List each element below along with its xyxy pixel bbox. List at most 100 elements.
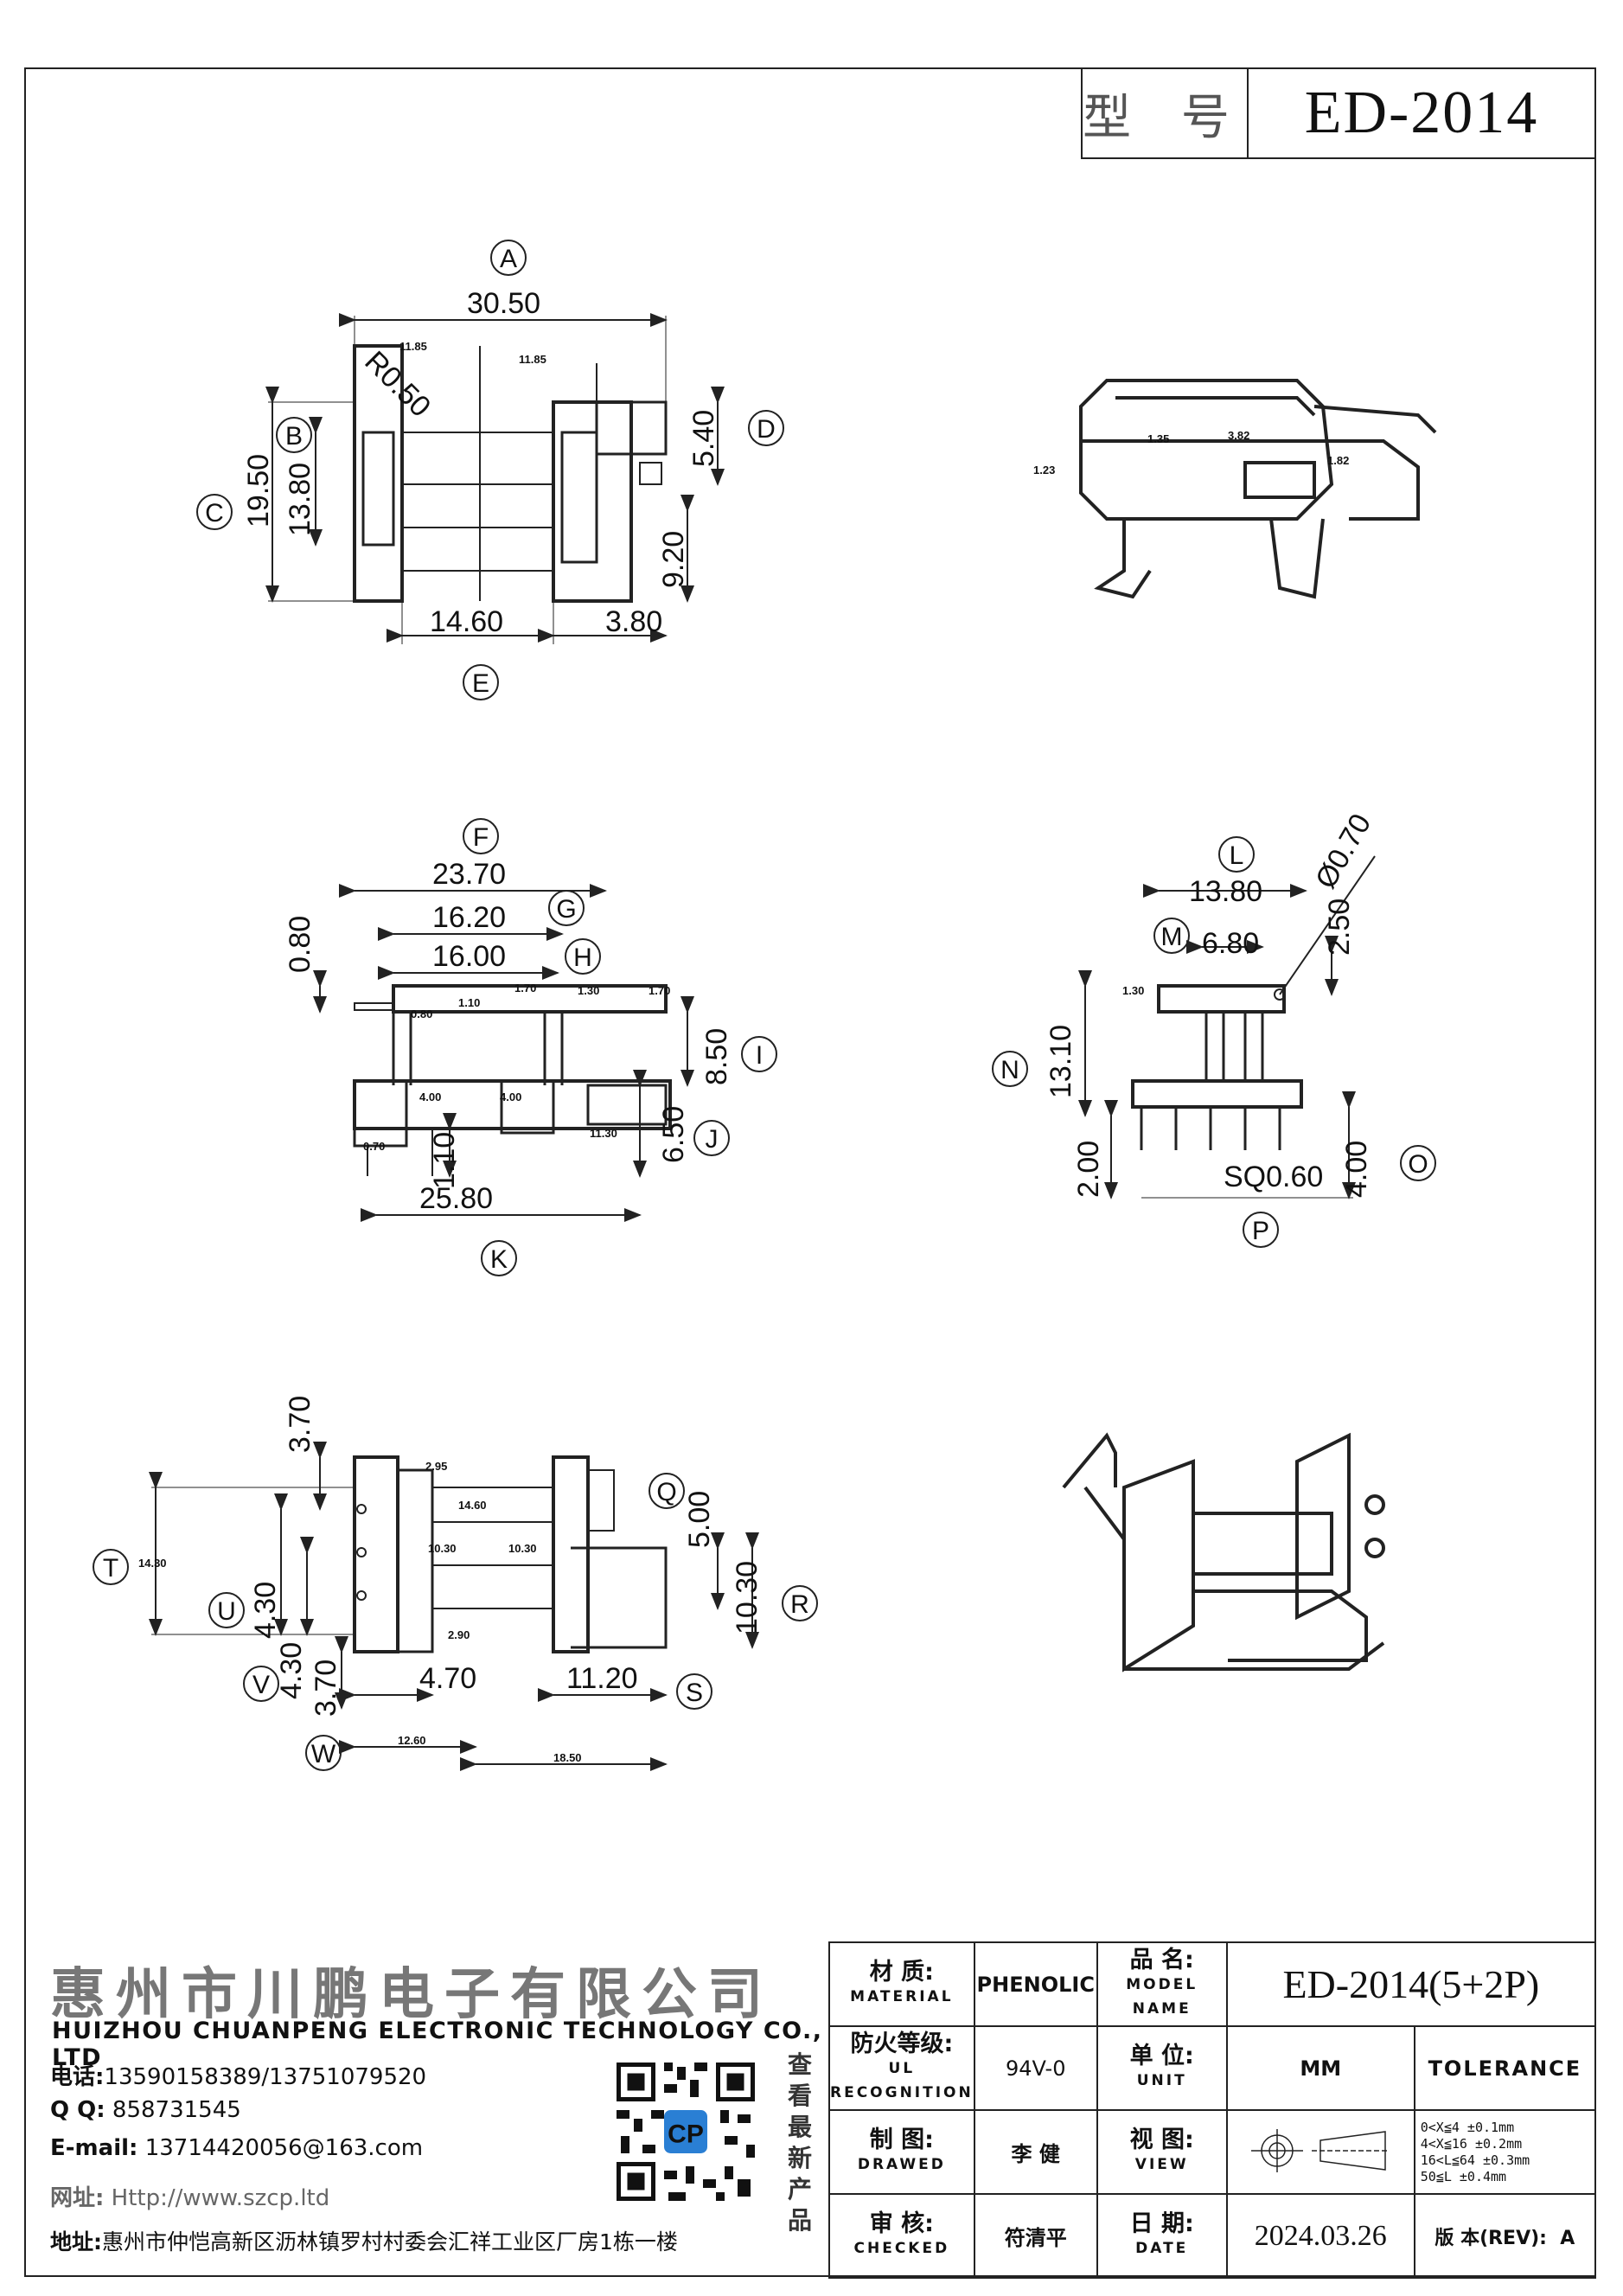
date-value: 2024.03.26 — [1225, 2193, 1415, 2279]
small-front-0: 1.10 — [458, 996, 480, 1009]
small-bottom-0: 2.95 — [425, 1460, 447, 1473]
qq-line: Q Q: 858731545 — [50, 2097, 241, 2123]
dim-s: 11.20 — [566, 1662, 638, 1695]
dim-k: 25.80 — [419, 1182, 493, 1215]
svg-text:S: S — [686, 1679, 703, 1707]
drawn-label-cell: 制 图:DRAWED — [828, 2109, 975, 2195]
material-value: PHENOLIC — [973, 1941, 1098, 2027]
tolerance-table: 0<X≦4 ±0.1mm 4<X≦16 ±0.2mm 16<L≦64 ±0.3m… — [1413, 2109, 1597, 2195]
title-block-table: 材 质:MATERIAL PHENOLIC 品 名:MODEL NAME ED-… — [828, 1941, 1597, 2279]
small-top-1: 11.85 — [519, 353, 546, 366]
phone-label: 电话: — [50, 2064, 105, 2090]
small-front-4: 4.00 — [419, 1090, 441, 1103]
fire-label-cell: 防火等级:UL RECOGNITION — [828, 2025, 975, 2111]
qr-logo: CP — [668, 2120, 704, 2149]
material-label-cell: 材 质:MATERIAL — [828, 1941, 975, 2027]
email-line: E-mail: 13714420056@163.com — [50, 2135, 423, 2161]
revision-cell: 版 本(REV): A — [1413, 2193, 1597, 2279]
checked-label-cell: 审 核:CHECKED — [828, 2193, 975, 2279]
dim-2: 2.00 — [1072, 1141, 1105, 1198]
tolerance-label: TOLERANCE — [1413, 2025, 1597, 2111]
svg-text:R: R — [790, 1590, 809, 1619]
address-value: 惠州市仲恺高新区沥林镇罗村村委会汇祥工业区厂房1栋一楼 — [102, 2229, 678, 2254]
product-name-value: ED-2014(5+2P) — [1225, 1941, 1597, 2027]
svg-text:H: H — [573, 943, 592, 972]
dim-u: 4.30 — [249, 1582, 282, 1639]
small-bottom-6: 12.60 — [398, 1734, 426, 1747]
svg-text:G: G — [556, 895, 576, 924]
svg-text:N: N — [1000, 1056, 1019, 1084]
small-front-7: 0.80 — [411, 1007, 432, 1020]
top-view — [265, 313, 725, 644]
dim-37-top: 3.70 — [284, 1396, 316, 1453]
dim-h: 16.00 — [432, 940, 506, 973]
phone-value: 13590158389/13751079520 — [104, 2064, 427, 2090]
drawn-value: 李 健 — [973, 2109, 1098, 2195]
iso-view-top — [1079, 379, 1437, 599]
qr-code[interactable]: CP — [612, 2058, 759, 2205]
dim-j: 6.50 — [657, 1106, 690, 1163]
svg-text:C: C — [205, 499, 224, 528]
fire-value: 94V-0 — [973, 2025, 1098, 2111]
model-title-box: 型 号 ED-2014 — [1081, 67, 1596, 159]
checked-value: 符清平 — [973, 2193, 1098, 2279]
small-front-2: 1.30 — [578, 984, 599, 997]
small-bottom-7: 18.50 — [553, 1751, 582, 1764]
name-label-cell: 品 名:MODEL NAME — [1096, 1941, 1228, 2027]
unit-label-cell: 单 位:UNIT — [1096, 2025, 1228, 2111]
small-top-0: 11.85 — [399, 340, 427, 353]
small-iso-0: 1.23 — [1033, 464, 1055, 476]
svg-text:B: B — [285, 422, 303, 451]
small-bottom-3: 10.30 — [508, 1542, 537, 1555]
web-label: 网址: — [50, 2185, 105, 2211]
dim-p: SQ0.60 — [1224, 1161, 1323, 1193]
company-block: 惠州市川鹏电子有限公司 HUIZHOU CHUANPENG ELECTRONIC… — [24, 1941, 828, 2277]
dim-f: 23.70 — [432, 858, 506, 891]
svg-text:V: V — [252, 1671, 270, 1699]
email-label: E-mail: — [50, 2135, 138, 2161]
dim-37-bot: 3.70 — [310, 1660, 342, 1717]
iso-view-bottom — [1062, 1432, 1385, 1672]
qr-caption: 查看 最新 产品 — [787, 2050, 812, 2235]
email-value[interactable]: 13714420056@163.com — [144, 2135, 424, 2161]
company-name-cn: 惠州市川鹏电子有限公司 — [50, 1962, 773, 2027]
svg-text:I: I — [756, 1041, 763, 1070]
dim-11: 1.10 — [428, 1132, 461, 1189]
dim-l: 13.80 — [1189, 875, 1262, 908]
dim-v: 4.30 — [275, 1642, 308, 1699]
address-line: 地址:惠州市仲恺高新区沥林镇罗村村委会汇祥工业区厂房1栋一楼 — [50, 2225, 678, 2256]
dim-08: 0.80 — [284, 916, 316, 973]
web-line: 网址: Http://www.szcp.ltd — [50, 2180, 329, 2212]
model-value: ED-2014 — [1304, 80, 1539, 146]
front-view — [313, 884, 694, 1222]
dim-radius: R0.50 — [358, 345, 437, 424]
svg-text:W: W — [311, 1740, 336, 1768]
view-label-cell: 视 图:VIEW — [1096, 2109, 1228, 2195]
dim-m: 6.80 — [1202, 927, 1259, 960]
qq-value: 858731545 — [112, 2097, 241, 2123]
small-front-1: 1.70 — [514, 982, 536, 995]
dim-e: 14.60 — [430, 605, 503, 638]
web-value[interactable]: Http://www.szcp.ltd — [111, 2185, 330, 2211]
svg-text:Q: Q — [656, 1478, 676, 1506]
address-label: 地址: — [50, 2229, 102, 2254]
bottom-view-labels: 3.70 5.00 10.30 4.30 4.30 3.70 4.70 11.2… — [138, 1396, 764, 1764]
dim-dia: Ø0.70 — [1309, 809, 1377, 894]
top-view-labels: 30.50 19.50 13.80 5.40 9.20 14.60 3.80 R… — [242, 287, 1349, 638]
small-front-8: 0.70 — [363, 1140, 385, 1153]
phone-line: 电话:13590158389/13751079520 — [50, 2059, 426, 2091]
dim-g: 16.20 — [432, 901, 506, 934]
qq-label: Q Q: — [50, 2097, 105, 2123]
svg-text:U: U — [217, 1597, 236, 1626]
svg-text:A: A — [500, 245, 517, 273]
dim-47: 4.70 — [419, 1662, 476, 1695]
dim-a: 30.50 — [467, 287, 540, 320]
svg-text:T: T — [103, 1554, 118, 1583]
drawing-frame — [24, 67, 1596, 2277]
projection-symbol — [1225, 2109, 1415, 2195]
svg-text:M: M — [1161, 923, 1183, 951]
svg-text:P: P — [1252, 1217, 1269, 1245]
small-front-5: 4.00 — [500, 1090, 521, 1103]
small-front-6: 11.30 — [590, 1127, 617, 1140]
unit-value: MM — [1225, 2025, 1415, 2111]
